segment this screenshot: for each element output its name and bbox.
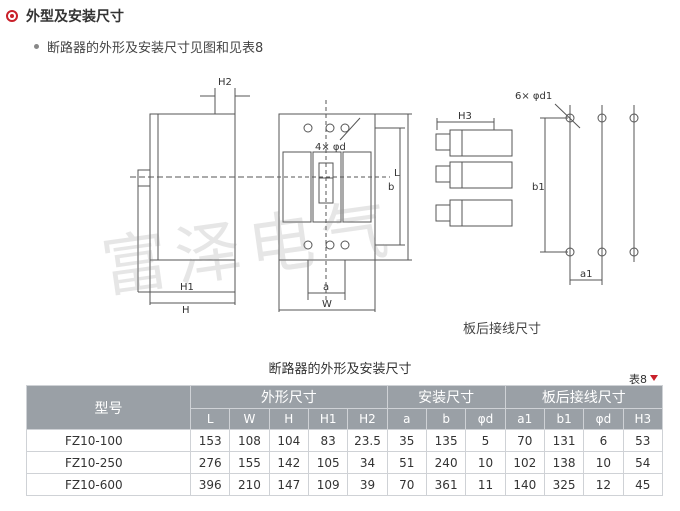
down-arrow-icon [650,375,658,381]
table-cell: 142 [268,451,309,474]
table-cell: 70 [504,429,545,452]
table-cell: 34 [347,451,388,474]
header-model: 型号 [26,385,191,430]
table-cell: 131 [543,429,585,452]
table-cell: 210 [229,473,270,496]
column-header: W [229,408,270,430]
table-title: 断路器的外形及安装尺寸 [268,362,412,377]
table-cell: 11 [465,473,506,496]
table-cell: 153 [189,429,231,452]
table-row: FZ10-250 276 155 142 105 34 51 240 10 10… [26,451,664,474]
table-cell: 45 [622,473,664,496]
cell-model: FZ10-600 [26,473,191,496]
table-cell: 109 [307,473,349,496]
column-header: a [386,408,427,430]
label-L: L [394,168,400,179]
table-cell: 140 [504,473,545,496]
table-cell: 108 [229,429,270,452]
rear-connection-drawing: H3 [435,111,513,227]
table-row: FZ10-600 396 210 147 109 39 70 361 11 14… [26,473,664,496]
column-header: H [268,408,309,430]
front-view-drawing: 4× φd b L a W [270,100,412,312]
label-b1: b1 [532,182,545,193]
bullet-circle-icon [6,10,18,22]
table-cell: 12 [583,473,624,496]
panel-hole-drawing: 6× φd1 b1 a1 [515,91,639,285]
table-cell: 155 [229,451,270,474]
column-header: L [189,408,231,430]
table-cell: 105 [307,451,349,474]
label-a1: a1 [580,269,593,280]
table-cell: 104 [268,429,309,452]
table-cell: 35 [386,429,427,452]
bullet-dot-icon [34,44,39,49]
label-H2: H2 [218,77,232,88]
column-header: H1 [307,408,349,430]
section-heading: 外型及安装尺寸 [6,6,124,26]
column-header: H3 [622,408,664,430]
group-outline: 外形尺寸 [190,385,388,409]
table-cell: 83 [307,429,349,452]
cell-model: FZ10-100 [26,429,191,452]
column-header: b1 [543,408,585,430]
table-cell: 23.5 [347,429,388,452]
label-b: b [388,182,394,193]
table-cell: 10 [465,451,506,474]
label-holes-panel: 6× φd1 [515,91,552,102]
side-view-drawing: H2 H1 H [130,77,270,316]
column-header: H2 [347,408,388,430]
table-cell: 396 [189,473,231,496]
table-cell: 138 [543,451,585,474]
panel-caption: 板后接线尺寸 [463,322,542,337]
column-header: φd [583,408,624,430]
label-a: a [323,282,329,293]
label-holes: 4× φd [315,142,346,153]
table-number: 表8 [629,371,658,387]
subtitle-text: 断路器的外形及安装尺寸见图和见表8 [47,41,264,56]
table-row: FZ10-100 153 108 104 83 23.5 35 135 5 70… [26,429,664,452]
table-cell: 70 [386,473,427,496]
table-cell: 240 [425,451,467,474]
table-cell: 361 [425,473,467,496]
column-header: b [425,408,467,430]
dimension-drawings: H2 H1 H 4× φd b L a W [130,77,639,316]
table-cell: 10 [583,451,624,474]
label-W: W [322,299,332,310]
table-cell: 53 [622,429,664,452]
table-number-text: 表8 [629,373,647,386]
table-cell: 102 [504,451,545,474]
table-cell: 51 [386,451,427,474]
column-header: φd [465,408,506,430]
subtitle: 断路器的外形及安装尺寸见图和见表8 [34,37,263,56]
table-cell: 39 [347,473,388,496]
table-cell: 5 [465,429,506,452]
label-H3: H3 [458,111,472,122]
table-cell: 325 [543,473,585,496]
table-cell: 135 [425,429,467,452]
label-H: H [182,305,190,316]
column-header: a1 [504,408,545,430]
label-H1: H1 [180,282,194,293]
section-title: 外型及安装尺寸 [26,9,124,25]
table-cell: 54 [622,451,664,474]
group-mounting: 安装尺寸 [386,385,506,409]
table-cell: 6 [583,429,624,452]
table-group-header-row: 型号 外形尺寸 安装尺寸 板后接线尺寸 [26,385,664,430]
table-cell: 147 [268,473,309,496]
dimension-table: 型号 外形尺寸 安装尺寸 板后接线尺寸 L W H H1 H2 a b φd a… [26,385,664,496]
group-rear-wiring: 板后接线尺寸 [504,385,664,409]
table-cell: 276 [189,451,231,474]
cell-model: FZ10-250 [26,451,191,474]
